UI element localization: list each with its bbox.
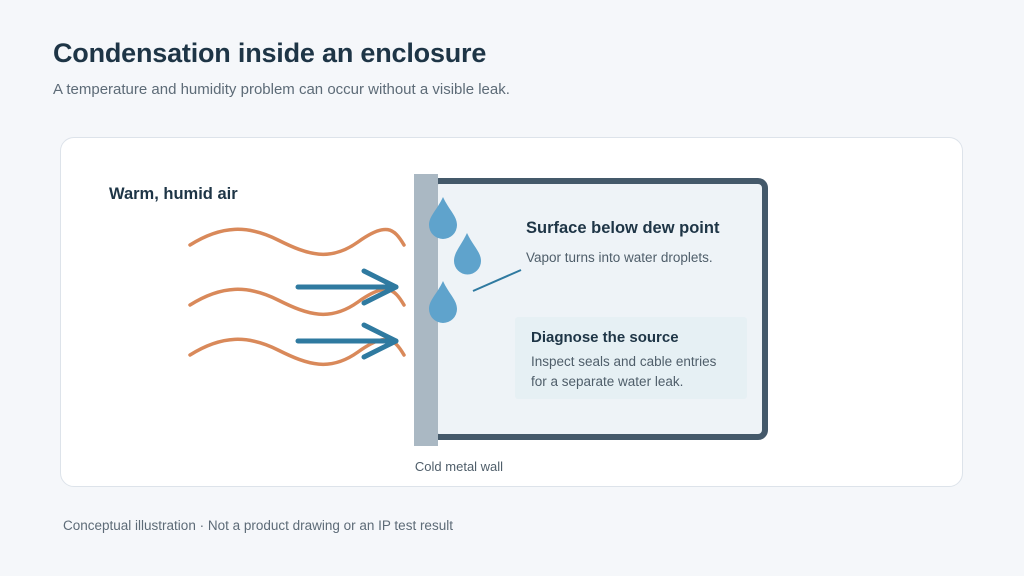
water-droplets	[429, 197, 481, 323]
page-title: Condensation inside an enclosure	[53, 38, 487, 68]
droplet-icon	[429, 197, 457, 239]
airflow-arrows	[295, 268, 399, 360]
diagnose-text-line: for a separate water leak.	[531, 374, 683, 389]
airflow-arrow-icon	[295, 322, 399, 360]
diagnose-title: Diagnose the source	[531, 329, 679, 346]
diagnose-info-box	[515, 317, 747, 399]
droplet-icon	[454, 233, 481, 275]
page-subtitle: A temperature and humidity problem can o…	[53, 81, 510, 98]
dew-point-text: Vapor turns into water droplets.	[526, 250, 713, 265]
footer-note: Conceptual illustration · Not a product …	[63, 518, 453, 533]
cold-wall-label: Cold metal wall	[415, 459, 503, 474]
warm-air-wave	[188, 227, 406, 257]
warm-air-label: Warm, humid air	[109, 185, 238, 203]
droplet-icon	[429, 281, 457, 323]
airflow-arrow-icon	[295, 268, 399, 306]
diagnose-text-line: Inspect seals and cable entries	[531, 354, 717, 369]
callout-leader-line	[472, 269, 522, 292]
dew-point-title: Surface below dew point	[526, 219, 720, 237]
